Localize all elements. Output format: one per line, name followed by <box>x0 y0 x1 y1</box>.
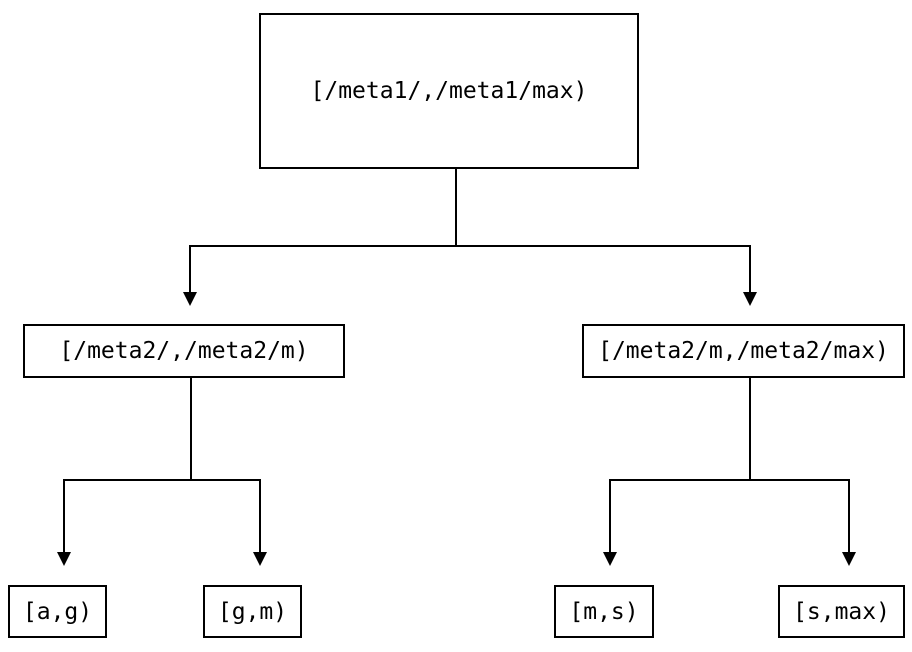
node-leaf-interval: [m,s) <box>554 585 654 638</box>
node-label: [a,g) <box>22 598 93 625</box>
node-label: [s,max) <box>793 598 890 625</box>
node-root-interval: [/meta1/,/meta1/max) <box>259 13 639 169</box>
connector-root-to-children <box>183 168 757 306</box>
node-label: [/meta1/,/meta1/max) <box>310 78 588 104</box>
arrowhead-down-icon <box>603 552 617 566</box>
connector-right-to-leaves <box>603 378 856 566</box>
arrowhead-down-icon <box>253 552 267 566</box>
arrowhead-down-icon <box>743 292 757 306</box>
node-left-interval: [/meta2/,/meta2/m) <box>23 324 345 378</box>
node-leaf-interval: [g,m) <box>203 585 302 638</box>
node-label: [m,s) <box>569 598 639 625</box>
arrowhead-down-icon <box>842 552 856 566</box>
arrowhead-down-icon <box>183 292 197 306</box>
node-label: [/meta2/,/meta2/m) <box>59 338 309 364</box>
node-label: [g,m) <box>217 598 288 625</box>
node-leaf-interval: [s,max) <box>778 585 905 638</box>
node-leaf-interval: [a,g) <box>8 585 107 638</box>
node-right-interval: [/meta2/m,/meta2/max) <box>582 324 905 378</box>
arrowhead-down-icon <box>57 552 71 566</box>
node-label: [/meta2/m,/meta2/max) <box>598 338 889 364</box>
connector-left-to-leaves <box>57 378 267 566</box>
